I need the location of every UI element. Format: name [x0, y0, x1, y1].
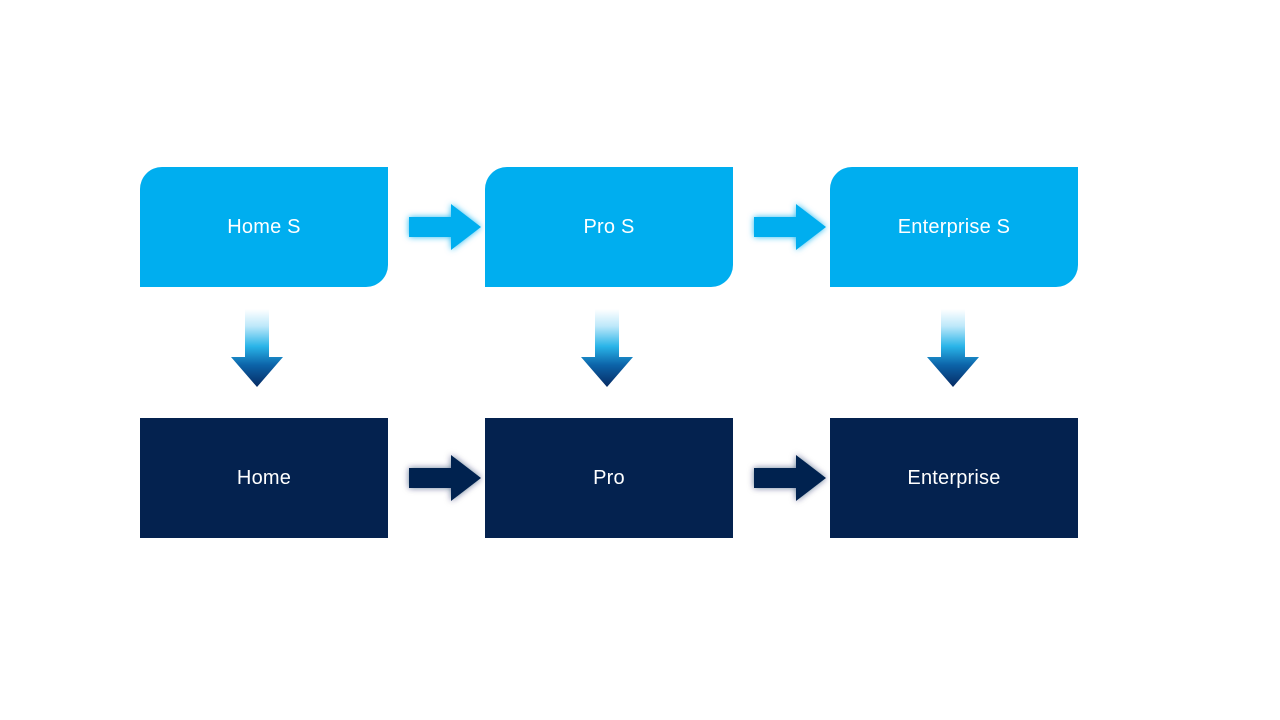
node-label-enterprise: Enterprise — [907, 467, 1001, 489]
right-arrow-icon — [754, 455, 826, 501]
arrow-enterprise-s-to-enterprise — [927, 309, 979, 387]
right-arrow-icon — [754, 204, 826, 250]
node-enterprise[interactable]: Enterprise — [830, 418, 1078, 538]
node-label-home-s: Home S — [227, 216, 301, 238]
arrow-pro-s-to-pro — [581, 309, 633, 387]
node-home[interactable]: Home — [140, 418, 388, 538]
arrow-home-s-to-pro-s — [409, 204, 481, 250]
down-arrow-icon — [927, 309, 979, 387]
node-home-s[interactable]: Home S — [140, 167, 388, 287]
node-label-pro-s: Pro S — [583, 216, 635, 238]
right-arrow-icon — [409, 204, 481, 250]
node-pro[interactable]: Pro — [485, 418, 733, 538]
arrow-home-to-pro — [409, 455, 481, 501]
arrow-pro-to-enterprise — [754, 455, 826, 501]
down-arrow-icon — [581, 309, 633, 387]
arrow-home-s-to-home — [231, 309, 283, 387]
node-pro-s[interactable]: Pro S — [485, 167, 733, 287]
node-enterprise-s[interactable]: Enterprise S — [830, 167, 1078, 287]
node-label-enterprise-s: Enterprise S — [897, 216, 1011, 238]
node-label-pro: Pro — [593, 467, 625, 489]
arrow-pro-s-to-enterprise-s — [754, 204, 826, 250]
right-arrow-icon — [409, 455, 481, 501]
node-label-home: Home — [236, 467, 292, 489]
down-arrow-icon — [231, 309, 283, 387]
